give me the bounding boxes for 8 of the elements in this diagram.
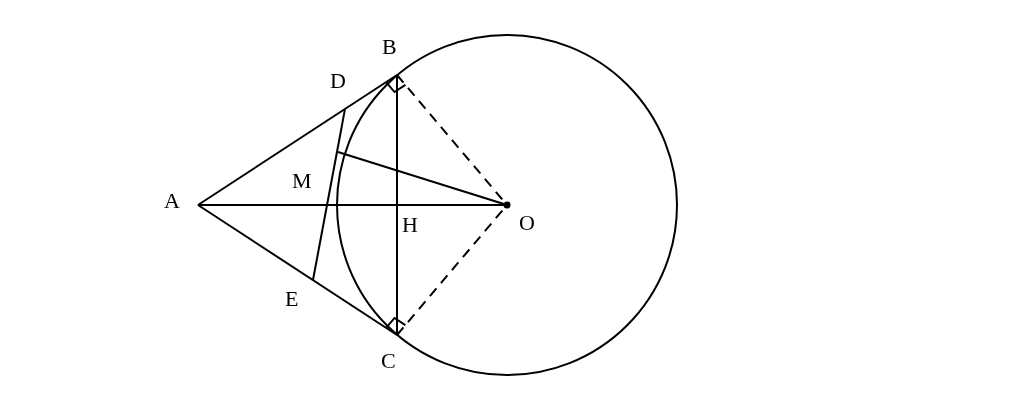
point-label: E [285,288,299,310]
point-label: C [381,350,396,372]
point-label: H [402,214,418,236]
point-label: B [382,36,397,58]
point-label: M [292,170,312,192]
point-label: D [330,70,346,92]
point-label: O [519,212,535,234]
point-label: A [164,190,180,212]
